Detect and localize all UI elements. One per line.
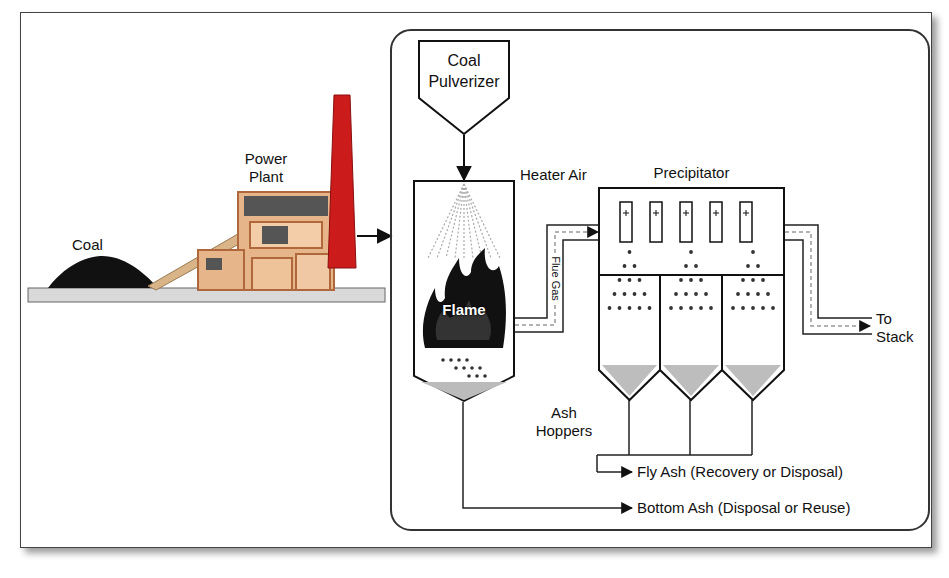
fly-ash-lines [597,400,752,472]
furnace: Flame [413,180,515,402]
node-label: Coal Pulverizer [422,50,506,92]
furnace-shape [413,180,515,402]
material-label: Coal [72,236,103,254]
power-plant-building [198,192,334,290]
air-label: Heater Air [520,166,587,184]
output-label: Bottom Ash (Disposal or Reuse) [637,499,850,517]
building-label: Power Plant [226,150,306,186]
coal-pulverizer: Coal Pulverizer [418,40,510,135]
flue-pipe [515,240,598,332]
chimney [328,95,356,268]
feed-arrow [463,135,465,180]
coal-pile [48,256,158,288]
stack-pipe [785,240,872,334]
hopper-label: Ash Hoppers [533,404,595,440]
precipitator: Precipitator [598,160,785,405]
bottom-ash-line [463,402,632,508]
node-label: Flame [413,301,515,319]
precipitator-shape [598,160,785,405]
stack-flow-arrow [785,232,870,326]
detail-boundary [391,30,929,530]
detail-arrow [357,235,391,237]
outlet-label: To Stack [876,310,926,346]
output-label: Fly Ash (Recovery or Disposal) [637,463,843,481]
flue-pipe [515,225,598,318]
flue-gas-flow [515,232,598,325]
stack-pipe [785,225,872,318]
section-heading: Precipitator [598,164,785,182]
edge-label: Flue Gas [548,254,561,303]
